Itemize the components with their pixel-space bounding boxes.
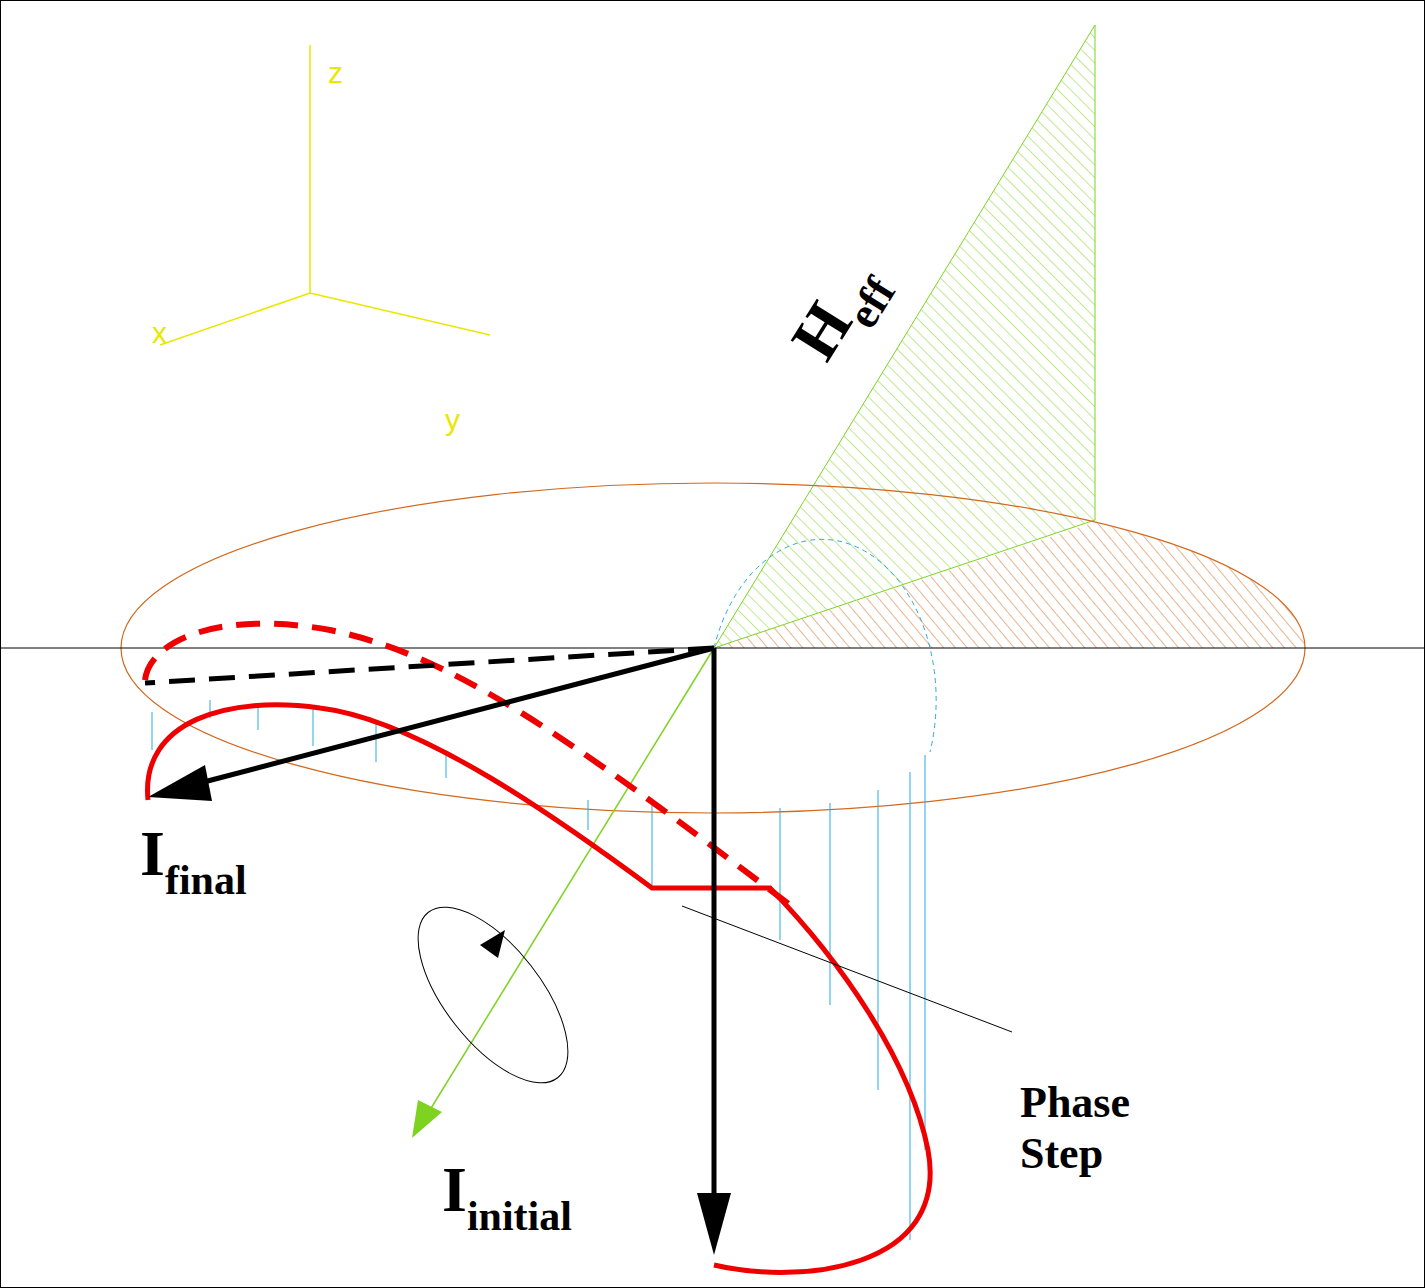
trajectory [148,705,931,1273]
axes [160,45,490,345]
leader-line [682,906,1012,1032]
rotation-axis [425,648,714,1118]
initial-arrowhead [697,1193,731,1255]
final-vector [200,648,714,783]
field-label: Heff [780,250,903,379]
annotation: Phase Step [1020,1078,1210,1179]
axis-arrowhead [412,1100,442,1138]
projection-vector [145,648,714,683]
rotation-sense [391,883,596,1108]
initial-vector [712,648,717,1198]
axis-label: z [328,58,1425,88]
projection-sector [714,522,1305,648]
projection-lines [152,700,925,1240]
axis-label: x [152,318,1425,348]
cylinder-arc [714,539,936,752]
vector-label: Iinitial [442,1158,572,1237]
rotation-arrowhead [480,930,505,958]
axis-label: y [445,405,1425,435]
symbol: I [442,1158,467,1222]
symbol: I [140,822,165,886]
vector-label: Ifinal [140,822,247,901]
subscript: final [165,859,247,901]
final-arrowhead [148,765,212,801]
subscript: initial [467,1195,572,1237]
